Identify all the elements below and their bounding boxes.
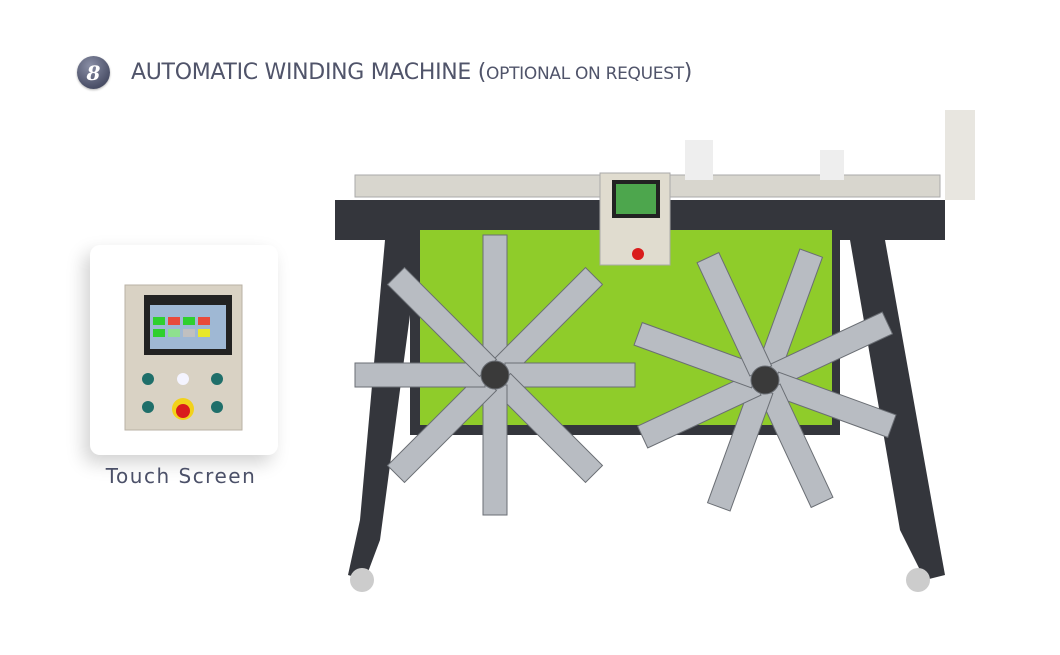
title-main: AUTOMATIC WINDING MACHINE [131,60,472,85]
section-number-badge: 8 [77,56,110,89]
control-panel-image [124,284,243,431]
paren-open: ( [477,60,487,85]
touch-screen-caption: Touch Screen [105,464,257,488]
section-title: AUTOMATIC WINDING MACHINE (OPTIONAL ON R… [131,60,692,85]
paren-close: ) [683,60,693,85]
title-subtitle: OPTIONAL ON REQUEST [486,64,684,84]
touch-screen-card [90,245,278,455]
